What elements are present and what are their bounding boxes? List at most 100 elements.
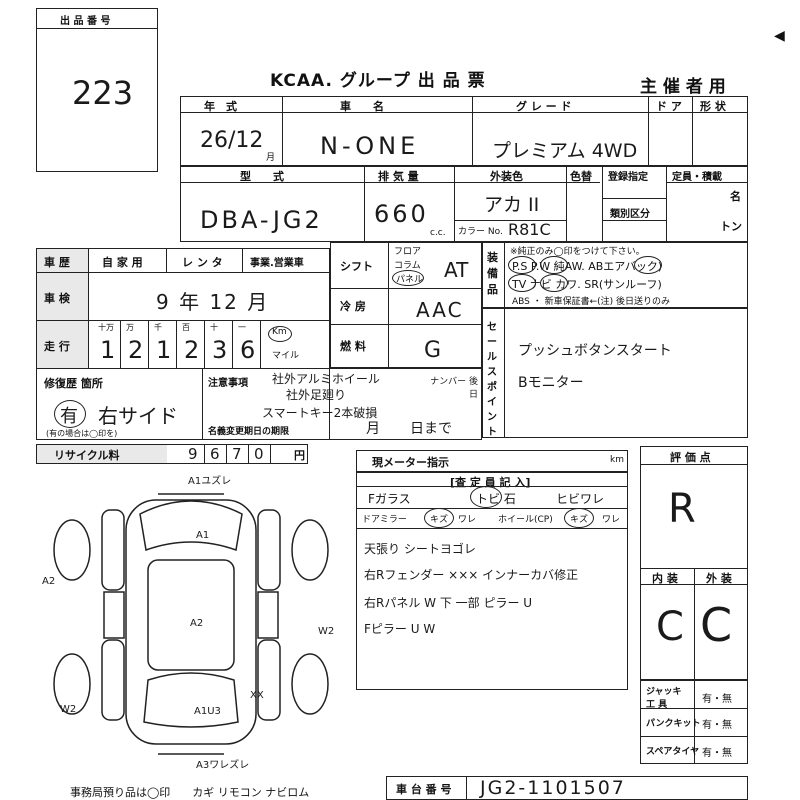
inspector-line-2: 右Rフェンダー ××× インナーカバ修正 (364, 568, 579, 582)
corner-mark: ◀ (774, 28, 785, 44)
inspector-line-1: 天張り シートヨゴレ (364, 542, 476, 556)
inspector-r2-c: ワレ (458, 515, 477, 525)
recycle-label: リサイクル料 (54, 449, 120, 462)
spare-label: スペアタイヤ (646, 747, 700, 757)
classification-label: 類別区分 (610, 209, 650, 220)
year-value: 26/12 (200, 128, 264, 153)
grade-label: グ レ ー ド (516, 100, 572, 113)
inspector-r2-a: ドアミラー (362, 515, 407, 525)
digit-head: 一 (238, 323, 246, 332)
inspector-block (356, 472, 628, 690)
inspector-r1-a: Fガラス (368, 492, 411, 506)
equipment-note: ※純正のみ◯印をつけて下さい。 (510, 247, 645, 257)
chassis-value: JG2-1101507 (480, 777, 626, 799)
notes-block (202, 368, 482, 440)
inspector-line-3: 右Rパネル W 下 一部 ピラー U (364, 596, 533, 610)
diag-mark-6: W2 (60, 704, 77, 715)
notes-line-2: 社外足廻り (286, 388, 347, 402)
header-title: KCAA. グループ 出 品 票 (270, 71, 486, 91)
recycle-digit: 0 (254, 445, 264, 463)
notes-plate: ナンバー 後日 (430, 377, 478, 400)
shift-value: AT (444, 258, 469, 282)
digit-head: 百 (182, 323, 190, 332)
grade-value: プレミアム 4WD (492, 140, 638, 162)
history-business: 事業.営業車 (250, 258, 304, 269)
doors-label: ド ア (656, 100, 682, 113)
sales-line-2: Bモニター (518, 375, 584, 391)
type-label: 型 式 (240, 170, 284, 183)
digit-head: 十 (210, 323, 218, 332)
header-organizer: 主 催 者 用 (640, 77, 726, 97)
ext-color-label: 外装色 (490, 170, 523, 183)
year-unit: 月 (266, 153, 276, 163)
fuel-value: G (424, 338, 442, 363)
reg-type-label: 登録指定 (608, 172, 648, 183)
meter-unit: km (610, 455, 624, 465)
notes-line-1: 社外アルミホイール (272, 372, 380, 386)
notes-line-3: スマートキー2本破損 (262, 406, 378, 420)
cc-unit: c.c. (430, 228, 446, 238)
color-no-label: カラー No. (458, 227, 503, 237)
mileage-digit: 1 (100, 336, 116, 364)
panel-label: パネル (396, 275, 424, 285)
notes-label: 注意事項 (208, 378, 248, 389)
inspection-value: 9 年 12 月 (156, 290, 270, 314)
diag-mark-8: A1U3 (194, 706, 221, 717)
panel-circle (392, 270, 424, 286)
inspector-r2-d: ホイール(CP) (498, 515, 553, 525)
repair-location: 右サイド (98, 404, 178, 428)
recycle-digit: 7 (232, 445, 242, 463)
interior-value: C (656, 604, 684, 650)
shape-label: 形 状 (700, 100, 726, 113)
lot-number: 223 (72, 74, 134, 112)
row2 (180, 166, 748, 242)
exterior-label: 外 装 (706, 572, 732, 585)
jack-label: ジャッキ 工 具 (646, 687, 682, 710)
spare-yesno: 有・無 (702, 748, 732, 759)
mileage-digit: 2 (184, 336, 200, 364)
recycle-yen: 円 (294, 449, 305, 462)
rating-label: 評 価 点 (670, 451, 711, 464)
ext-color-value: アカ II (484, 194, 540, 216)
year-label: 年 式 (204, 100, 237, 113)
model-value: N-ONE (320, 132, 420, 160)
equipment-line-3: ABS ・ 新車保証書←(注) 後日送りのみ (512, 297, 671, 307)
expiry-label: 名義変更期日の期限 (208, 427, 290, 437)
floor-label: フロア (394, 247, 422, 257)
tonnage-unit: トン (720, 220, 742, 233)
rating-score: R (668, 486, 696, 532)
diag-mark-4: A2 (42, 576, 56, 587)
jack-yesno: 有・無 (702, 694, 732, 705)
color-no-value: R81C (508, 220, 551, 239)
expiry-month: 月 (366, 421, 380, 437)
chassis-label: 車 台 番 号 (396, 783, 452, 796)
history-label: 車 歴 (44, 256, 70, 269)
exterior-value: C (700, 598, 733, 652)
diag-mark-7: W2 (318, 626, 335, 637)
equipment-block (482, 242, 748, 308)
meter-label: 現メーター指示 (372, 456, 449, 469)
inspection-label: 車 検 (44, 292, 70, 305)
sales-line-1: プッシュボタンスタート (518, 343, 672, 359)
history-private: 自 家 用 (102, 256, 143, 269)
diag-mark-5: XX (250, 690, 264, 701)
seats-unit: 名 (730, 190, 741, 203)
recycle-row (36, 444, 308, 464)
repair-value: 有 (60, 406, 78, 427)
displacement-label: 排 気 量 (378, 170, 419, 183)
inspector-line-4: Fピラー U W (364, 622, 436, 636)
km-circle (268, 326, 292, 342)
recycle-digit: 9 (188, 445, 198, 463)
inspector-r1-c: ヒビワレ (556, 492, 605, 506)
repair-circle (54, 400, 86, 428)
shift-label: シフト (340, 260, 373, 273)
repair-note: (有の場合は◯印を) (46, 429, 118, 438)
type-value: DBA-JG2 (200, 206, 323, 234)
sales-block (482, 308, 748, 438)
car-diagram (53, 493, 329, 755)
diag-mark-2: A1 (196, 530, 210, 541)
history-rental: レ ン タ (182, 256, 223, 269)
mileage-digit: 2 (128, 336, 144, 364)
digit-head: 万 (126, 323, 134, 332)
aircon-label: 冷 房 (340, 300, 366, 313)
